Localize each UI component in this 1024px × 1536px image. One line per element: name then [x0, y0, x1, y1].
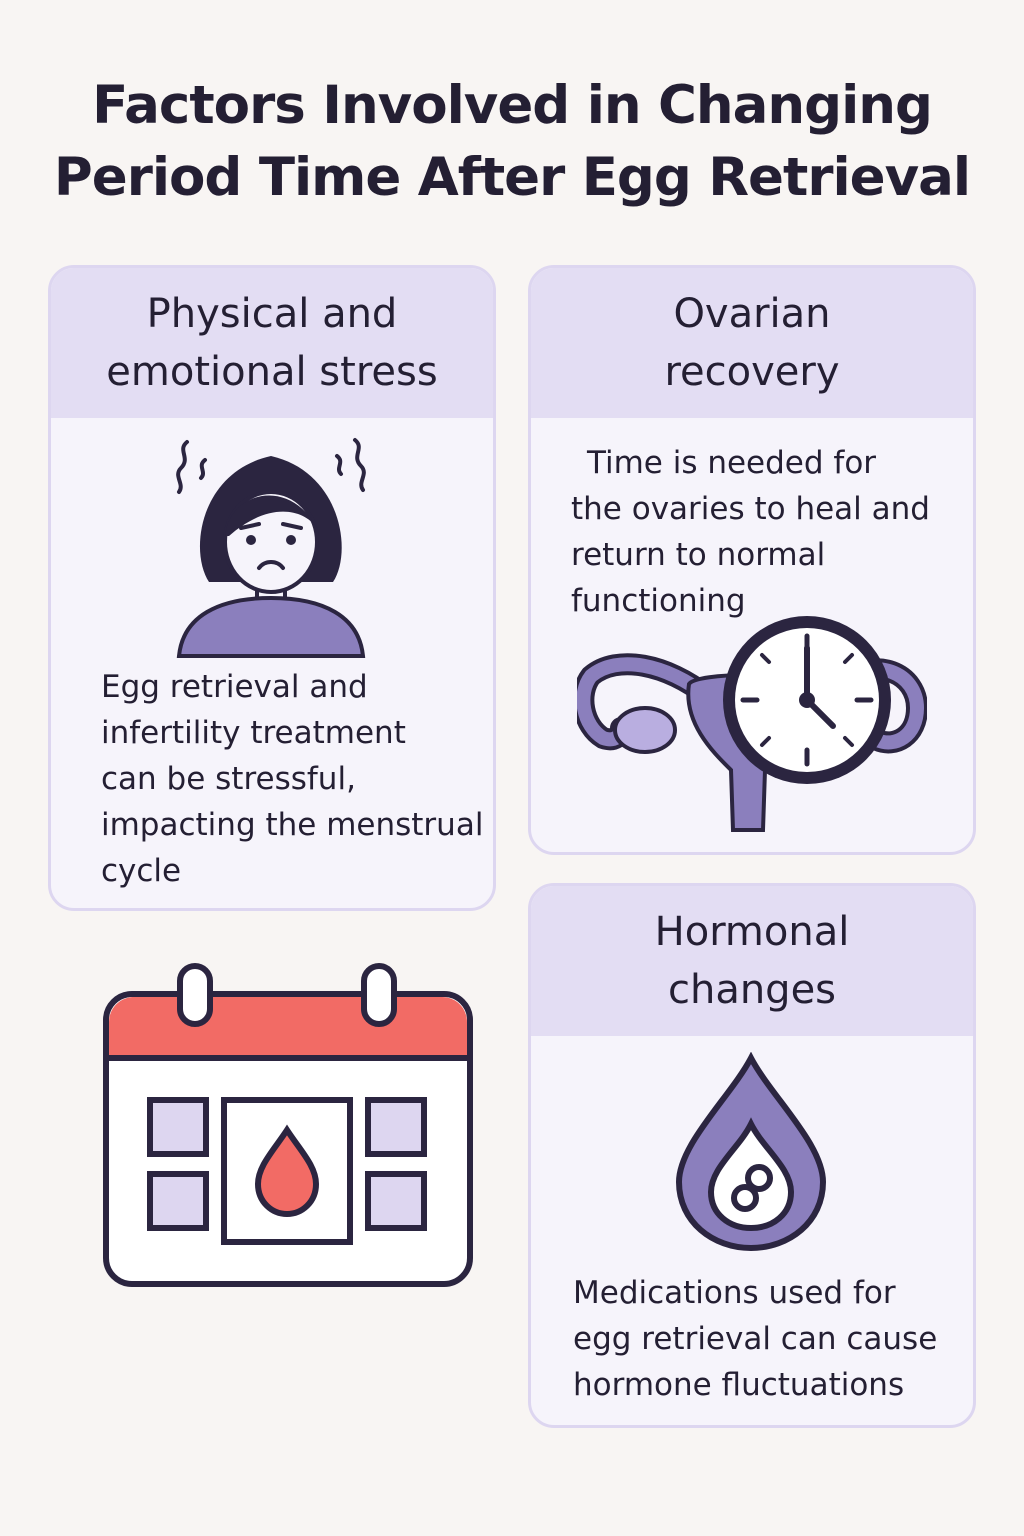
- ovarian-text-line-2: the ovaries to heal and: [571, 491, 930, 527]
- ovarian-card-text: Time is needed for the ovaries to heal a…: [571, 440, 930, 624]
- stress-text-line-1: Egg retrieval and: [101, 669, 368, 705]
- hormone-drop-icon: [671, 1052, 831, 1252]
- hormonal-card-heading-line-2: changes: [667, 967, 837, 1013]
- hormonal-text-line-3: hormone fluctuations: [573, 1367, 905, 1403]
- page-title: Factors Involved in Changing Period Time…: [40, 70, 984, 214]
- ovarian-text-line-3: return to normal: [571, 537, 826, 573]
- page-title-line-1: Factors Involved in Changing: [92, 75, 933, 136]
- stressed-woman-icon: [169, 432, 375, 658]
- stress-card-heading-line-2: emotional stress: [106, 349, 438, 395]
- ovarian-card-heading-line-2: recovery: [664, 349, 840, 395]
- stress-card: Physical and emotional stress: [48, 265, 496, 911]
- hormonal-card: Hormonal changes Medications used for eg…: [528, 883, 976, 1428]
- hormonal-text-line-2: egg retrieval can cause: [573, 1321, 938, 1357]
- ovarian-text-line-4: functioning: [571, 583, 746, 619]
- ovarian-card-header: Ovarian recovery: [531, 268, 973, 418]
- stress-text-line-2: infertility treatment: [101, 715, 406, 751]
- stress-text-line-5: cycle: [101, 853, 182, 889]
- ovarian-card-heading-line-1: Ovarian: [673, 291, 831, 337]
- stress-card-heading-line-1: Physical and: [146, 291, 398, 337]
- stress-text-line-4: impacting the menstrual: [101, 807, 484, 843]
- hormonal-text-line-1: Medications used for: [573, 1275, 896, 1311]
- stress-text-line-3: can be stressful,: [101, 761, 356, 797]
- hormonal-card-header: Hormonal changes: [531, 886, 973, 1036]
- stress-card-text: Egg retrieval and infertility treatment …: [101, 664, 483, 894]
- stress-card-header: Physical and emotional stress: [51, 268, 493, 418]
- calendar-blood-drop-icon: [102, 962, 474, 1288]
- ovarian-text-line-1: Time is needed for: [587, 445, 877, 481]
- uterus-clock-icon: [577, 614, 927, 834]
- hormonal-card-heading-line-1: Hormonal: [654, 909, 850, 955]
- ovarian-card: Ovarian recovery Time is needed for the …: [528, 265, 976, 855]
- hormonal-card-text: Medications used for egg retrieval can c…: [573, 1270, 937, 1408]
- page-title-line-2: Period Time After Egg Retrieval: [53, 147, 971, 208]
